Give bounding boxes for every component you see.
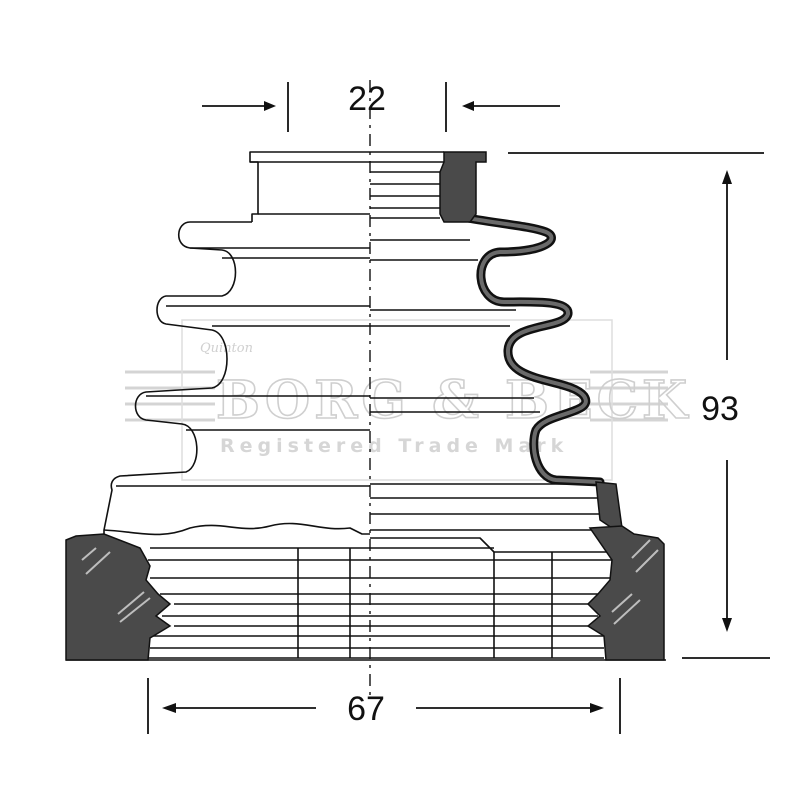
watermark-tagline: Registered Trade Mark: [220, 435, 568, 457]
bellows-left-lower-edge: [103, 522, 370, 536]
lower-wall-right: [595, 481, 623, 529]
base-ring-right-hatch: [611, 539, 659, 625]
top-collar-right: [439, 151, 487, 223]
boot-left-outline: [66, 151, 370, 661]
watermark-frame: [181, 319, 613, 481]
watermark-brand: BORG & BECK: [216, 370, 691, 431]
watermark-bars-right: [590, 370, 668, 422]
dimension-top-width: [202, 82, 560, 132]
dimension-height: [508, 152, 770, 659]
base-ring-right: [586, 525, 665, 661]
base-ring-left: [65, 533, 172, 661]
boot-right-section: [370, 151, 666, 661]
dimension-top-width-label: 22: [348, 80, 386, 118]
bellows-left: [103, 221, 252, 536]
bellows-left-chords: [116, 247, 370, 487]
dimension-height-label: 93: [701, 390, 739, 428]
dimension-bottom-width: [147, 678, 621, 734]
base-ring-left-hatch: [81, 547, 151, 623]
dimension-bottom-width-label: 67: [347, 690, 385, 728]
watermark: Quinton BORG & BECK Registered Trade Mar…: [125, 319, 691, 481]
